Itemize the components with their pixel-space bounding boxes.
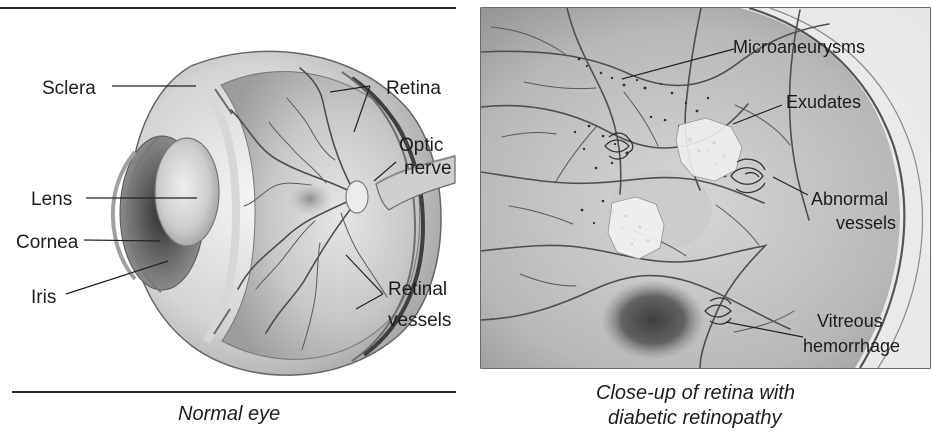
retina-label: Retina	[386, 78, 441, 99]
vitreous-hemorrhage-label-line2: hemorrhage	[803, 336, 900, 356]
iris-label: Iris	[31, 287, 56, 308]
normal-eye-caption: Normal eye	[178, 403, 280, 425]
retinal-vessels-label-line2: vessels	[388, 310, 451, 331]
optic-nerve-label-line1: Optic	[399, 135, 443, 156]
exudates-label: Exudates	[786, 92, 861, 112]
vitreous-hemorrhage-spot	[601, 280, 705, 360]
retinal-vessels-label-line1: Retinal	[388, 279, 447, 300]
lens-label: Lens	[31, 189, 72, 210]
cornea-label: Cornea	[16, 232, 79, 253]
lens-shape	[155, 138, 219, 246]
optic-nerve-label-line2: nerve	[404, 158, 452, 179]
sclera-label: Sclera	[42, 78, 96, 99]
optic-disc	[346, 181, 368, 213]
retinopathy-caption-line1: Close-up of retina with	[596, 382, 795, 404]
macula-spot	[287, 181, 333, 217]
abnormal-vessels-label-line1: Abnormal	[811, 189, 888, 209]
vitreous-hemorrhage-label-line1: Vitreous	[817, 311, 883, 331]
abnormal-vessels-label-line2: vessels	[836, 213, 896, 233]
retinopathy-caption-line2: diabetic retinopathy	[608, 407, 782, 429]
microaneurysms-label: Microaneurysms	[733, 37, 865, 57]
